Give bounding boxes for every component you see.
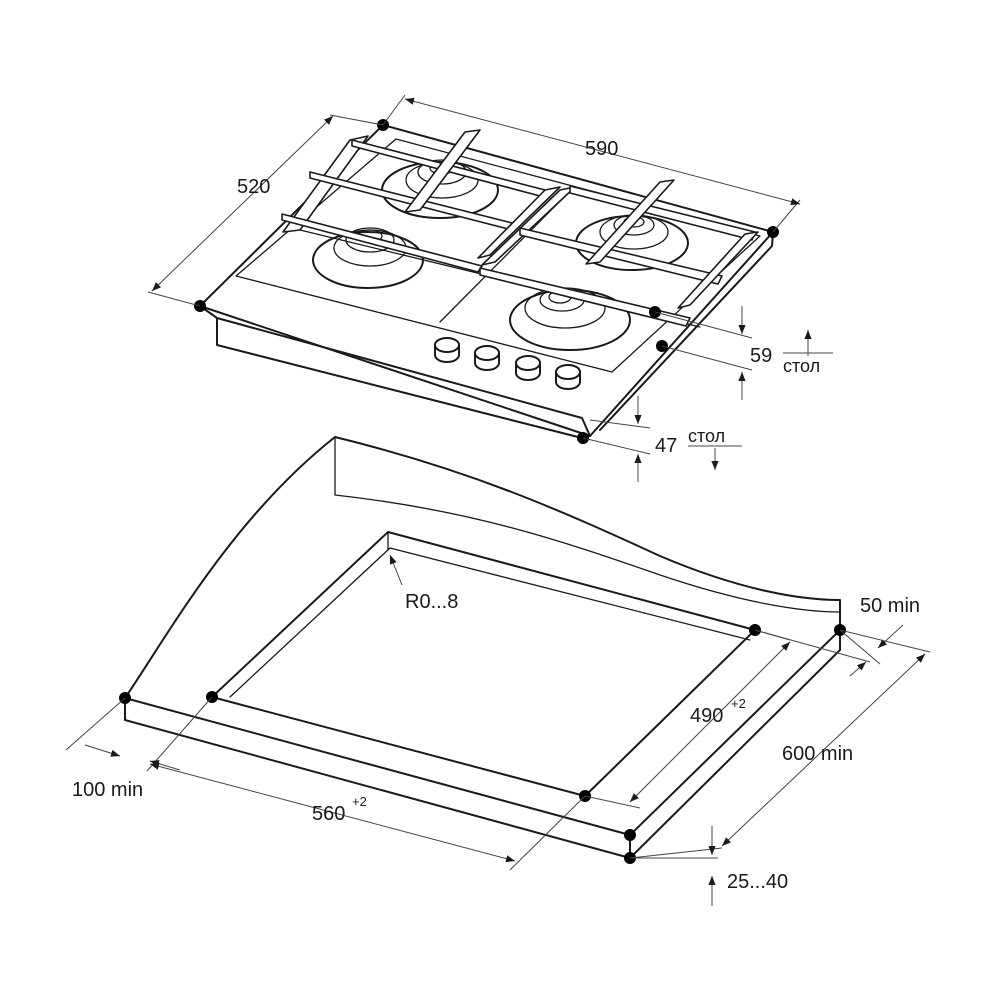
dim-line-590 [404,97,801,206]
dim-cutout-width: 560 [312,803,345,825]
dim-depth-hob: 520 [237,176,270,198]
knob-3 [515,355,541,381]
dim-cutout-depth-tol: +2 [731,696,746,711]
hob-drawing [194,119,779,444]
dim-radius: R0...8 [405,591,458,613]
knob-2 [474,345,500,371]
table-label-above: стол [783,356,820,376]
hob-top-face [199,124,774,437]
dim-back-gap: 50 min [860,595,920,617]
cutout-dimensions: R0...8 50 min 490 +2 600 min 25...40 100… [65,554,931,906]
knob-1 [434,337,460,363]
hob-dimensions: 590 520 59 стол 47 стол [147,94,833,482]
dim-cutout-width-tol: +2 [352,794,367,809]
dim-width-hob: 590 [585,138,618,160]
dim-line-600 [721,653,926,847]
dim-thickness: 25...40 [727,871,788,893]
dim-height-above: 59 [750,345,772,367]
corner-dot [624,829,636,841]
dim-side-gap: 100 min [72,779,143,801]
dim-height-below: 47 [655,435,677,457]
table-label-below: стол [688,426,725,446]
knob-4 [555,364,581,390]
pan-support-right [479,179,759,327]
control-knobs [434,337,581,390]
dim-line-560 [149,762,516,863]
dim-cutout-depth: 490 [690,705,723,727]
hob-base [216,317,591,438]
dim-cabinet-depth: 600 min [782,743,853,765]
worktop-surface [124,436,841,836]
dim-line-520 [151,115,334,292]
worktop-drawing [119,436,846,864]
